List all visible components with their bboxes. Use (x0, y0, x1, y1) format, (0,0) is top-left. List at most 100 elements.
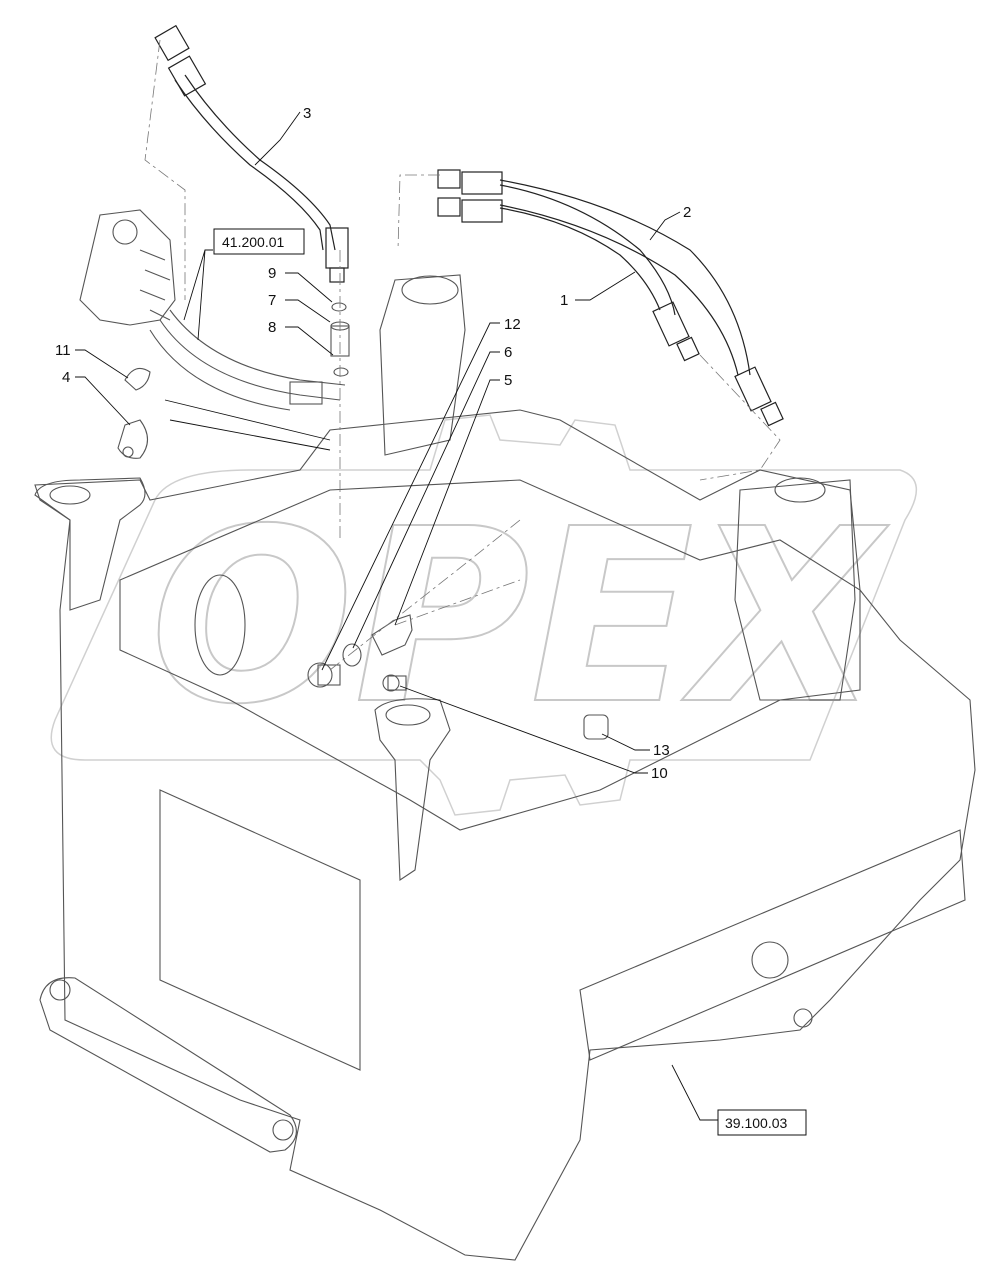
frame-inner-cutout (159, 789, 361, 1071)
center-mount-bracket (374, 698, 451, 882)
callout-2: 2 (683, 204, 691, 221)
hose-1-end-fitting-b (676, 336, 700, 362)
bottom-arm (39, 977, 297, 1153)
leader-6 (352, 351, 500, 649)
callout-4: 4 (62, 369, 70, 386)
reference-41-200-01-box (213, 228, 305, 255)
callout-8: 8 (268, 319, 276, 336)
left-mount-hole (49, 485, 91, 505)
frame-circular-hole (194, 574, 246, 676)
hose-3-lower-crimp (325, 227, 349, 269)
center-mount-hole (385, 704, 431, 726)
callouts: 3 2 1 9 7 8 11 4 12 6 5 13 10 (55, 105, 691, 782)
beam-pin (793, 1008, 813, 1028)
leader-10 (399, 685, 648, 774)
leader-2 (649, 211, 681, 241)
hose-2-crimp-a (461, 199, 503, 223)
hose-1-crimp-b (652, 301, 690, 347)
clamp-11 (124, 367, 151, 391)
steering-hose-crimp (289, 381, 323, 405)
watermark-gear-outline (50, 414, 918, 816)
hose-3-second-line (174, 79, 324, 251)
leader-lines (75, 111, 718, 1121)
leader-1 (575, 271, 636, 301)
leader-12 (321, 322, 500, 671)
right-pillar-bore (774, 477, 826, 503)
frame-pillar-right (734, 479, 856, 701)
reference-39-100-03-box (717, 1109, 807, 1136)
hose-2 (499, 179, 751, 376)
callout-6: 6 (504, 344, 512, 361)
main-frame (34, 274, 976, 1261)
assembly-lines (144, 39, 781, 671)
hose-2-end-fitting-b (760, 401, 784, 427)
fitting-10 (382, 674, 400, 692)
elbow-5 (371, 614, 413, 656)
arm-pivot-left (49, 979, 71, 1001)
leader-5 (394, 379, 500, 626)
fitting-10-body (387, 675, 407, 691)
hose-2-end-fitting-a (437, 197, 461, 217)
leader-7 (285, 299, 331, 323)
hoses (149, 24, 784, 427)
callout-11: 11 (55, 342, 71, 359)
hose-3-elbow-fitting (154, 24, 190, 62)
hose-1 (499, 184, 676, 316)
arm-pivot-right (272, 1119, 294, 1141)
steering-lead-to-valve (164, 399, 331, 451)
watermark: OPEX (50, 414, 918, 816)
frame-side-beam (579, 829, 966, 1061)
chain-line-fittings (329, 519, 521, 671)
leader-39-100-03 (671, 1064, 718, 1121)
reference-39-100-03-label: 39.100.03 (725, 1115, 787, 1131)
seal-9 (331, 302, 347, 312)
leader-3 (254, 111, 301, 166)
hose-3-upper-crimp (167, 55, 207, 97)
beam-hole (751, 941, 789, 979)
reference-39-100-03[interactable]: 39.100.03 (717, 1109, 807, 1136)
chain-line-hose-1-2 (397, 174, 781, 481)
hose-2-crimp-b (734, 366, 772, 412)
callout-13: 13 (653, 742, 670, 759)
callout-12: 12 (504, 316, 521, 333)
frame-pillar-left (379, 274, 466, 456)
leader-9 (285, 272, 333, 303)
hose-3-nut (329, 267, 345, 283)
leader-11 (75, 349, 129, 379)
cap-13 (583, 714, 609, 740)
steering-valve-body (79, 209, 176, 326)
watermark-text: OPEX (150, 477, 889, 757)
steering-valve (79, 209, 176, 326)
reference-41-200-01[interactable]: 41.200.01 (213, 228, 305, 255)
hose-1-end-fitting-a (437, 169, 461, 189)
callout-3: 3 (303, 105, 311, 122)
valve-fittings (139, 249, 171, 321)
clamp-4 (117, 419, 149, 459)
leader-4 (75, 376, 131, 426)
seal-6 (342, 643, 362, 667)
left-mount-bracket (34, 477, 146, 611)
callout-9: 9 (268, 265, 276, 282)
frame-top-plate (119, 479, 861, 831)
frame-outline (34, 409, 976, 1261)
callout-10: 10 (651, 765, 668, 782)
clamp-4-eye (122, 446, 134, 458)
hose-2-second-line (499, 204, 739, 376)
callout-1: 1 (560, 292, 568, 309)
reference-41-200-01-label: 41.200.01 (222, 234, 284, 250)
chain-line-hose-3 (144, 39, 186, 300)
valve-port (112, 219, 138, 245)
fitting-12 (307, 662, 333, 688)
pillar-bore (401, 275, 459, 305)
leader-8 (285, 326, 334, 356)
callout-7: 7 (268, 292, 276, 309)
fitting-12-body (317, 664, 341, 686)
hose-1-crimp-a (461, 171, 503, 195)
leader-13 (601, 733, 650, 751)
seal-8 (333, 367, 349, 377)
steering-hose-bundle (149, 309, 346, 411)
callout-5: 5 (504, 372, 512, 389)
leader-41-200-01 (183, 249, 213, 341)
hose-3 (184, 74, 336, 251)
